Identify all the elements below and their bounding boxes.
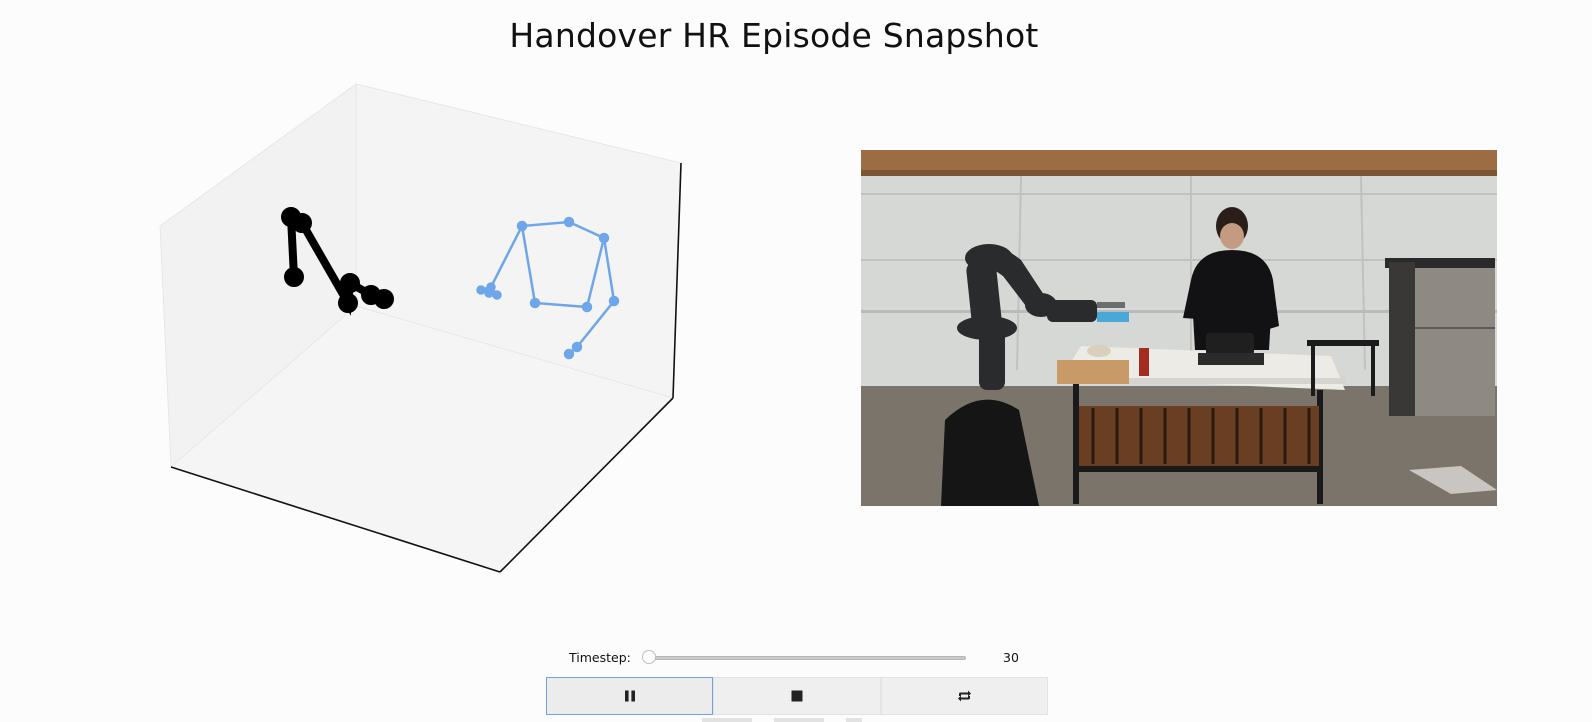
- timestep-label: Timestep:: [569, 650, 631, 665]
- cutting-board: [1057, 360, 1129, 384]
- pause-button[interactable]: [546, 677, 714, 715]
- robot-arm: [957, 244, 1129, 390]
- bowl: [1087, 345, 1111, 357]
- pause-icon: [624, 690, 635, 702]
- human-joint: [516, 220, 528, 232]
- status-strip: [702, 718, 862, 722]
- human-joint: [529, 297, 541, 309]
- stop-button[interactable]: [713, 677, 881, 715]
- robot-joint: [284, 267, 304, 287]
- human-links: [487, 220, 616, 355]
- human-skeleton: [476, 216, 620, 360]
- kitchen-table: [1061, 346, 1345, 504]
- human-joint: [492, 290, 502, 300]
- side-table: [1307, 340, 1379, 346]
- side-table-leg: [1371, 346, 1375, 396]
- robot-joint: [374, 289, 394, 309]
- human-joint: [563, 216, 575, 228]
- person: [1183, 207, 1279, 350]
- timestep-value: 30: [1003, 650, 1019, 665]
- pipe: [861, 310, 1497, 313]
- pose-3d-plot[interactable]: [140, 70, 700, 580]
- playback-controls: Timestep: 30: [0, 640, 1592, 722]
- human-joint: [608, 295, 620, 307]
- floor-mark: [1409, 466, 1497, 494]
- robot-skeleton: [281, 207, 394, 316]
- human-joint: [563, 348, 575, 360]
- camera-frame: [861, 150, 1497, 506]
- side-table-leg: [1311, 346, 1315, 396]
- robot-joint: [338, 293, 358, 313]
- human-joint: [486, 282, 496, 292]
- cooktop: [1198, 353, 1264, 365]
- human-links: [520, 225, 606, 309]
- repeat-icon: [957, 690, 971, 702]
- pot: [1206, 333, 1254, 355]
- timestep-slider-thumb[interactable]: [642, 650, 656, 664]
- human-joint: [598, 232, 610, 244]
- human-joint: [476, 285, 486, 295]
- axis-z-line: [672, 162, 682, 399]
- mini-fridge: [1385, 258, 1495, 416]
- playback-button-row: [546, 677, 1048, 715]
- robot-base-drape: [941, 399, 1039, 506]
- axis-y-line: [499, 397, 674, 573]
- repeat-button[interactable]: [880, 677, 1048, 715]
- stop-icon: [791, 690, 803, 702]
- human-joint: [581, 301, 593, 313]
- human-joint: [571, 341, 583, 353]
- timestep-slider-track[interactable]: [646, 656, 966, 660]
- beam-shade: [861, 170, 1497, 176]
- robot-joint: [292, 213, 312, 233]
- jar: [1139, 348, 1149, 376]
- axis-x-line: [170, 466, 501, 573]
- robot-joint: [340, 273, 360, 293]
- page-title: Handover HR Episode Snapshot: [509, 16, 1039, 55]
